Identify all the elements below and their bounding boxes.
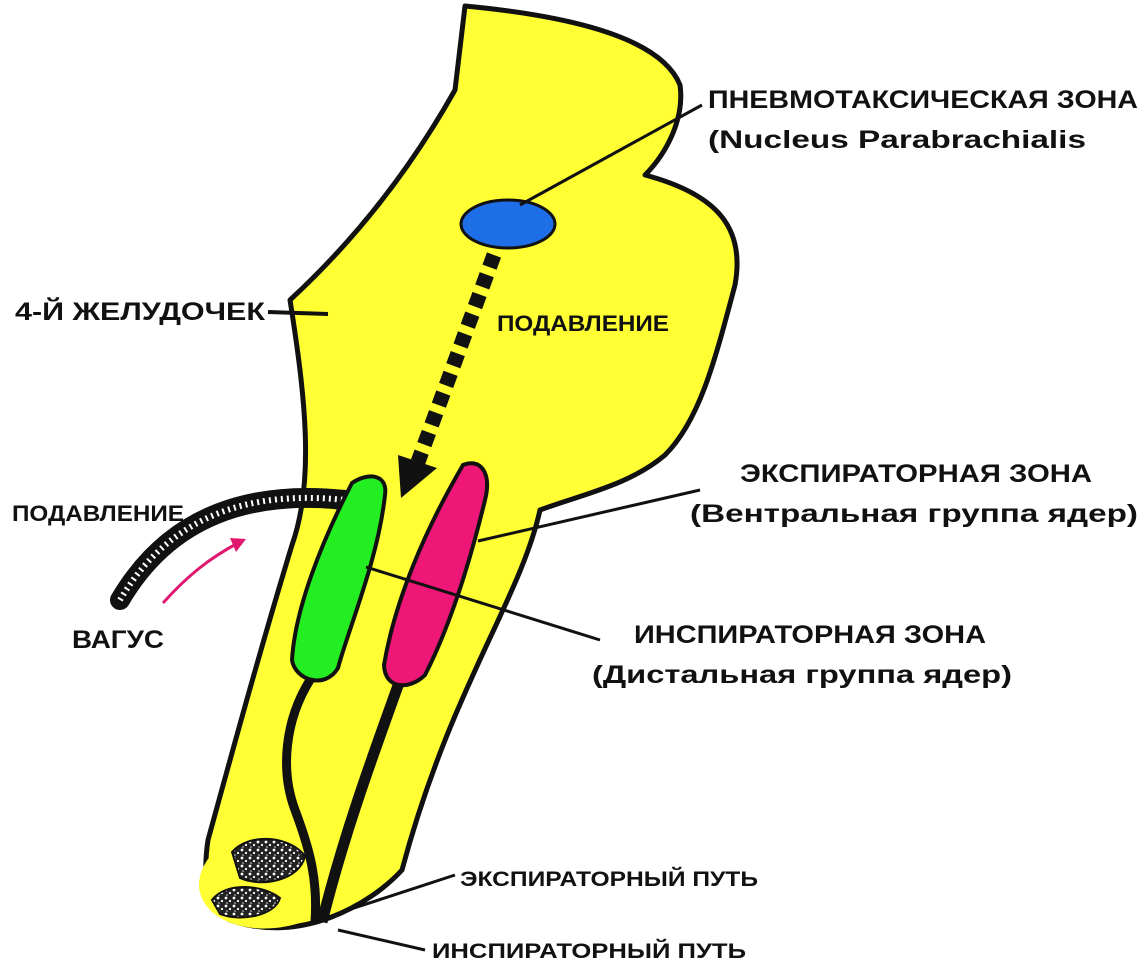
inspiratory-path-label: ИНСПИРАТОРНЫЙ ПУТЬ [432, 939, 746, 963]
vagus-label: ВАГУС [72, 626, 164, 654]
pneumotaxic-zone [461, 200, 555, 248]
expiratory-path-label: ЭКСПИРАТОРНЫЙ ПУТЬ [460, 867, 758, 891]
pneumotaxic-subtitle: (Nucleus Parabrachialis [708, 126, 1086, 154]
pneumotaxic-title: ПНЕВМОТАКСИЧЕСКАЯ ЗОНА [708, 86, 1138, 114]
inspiratory-title: ИНСПИРАТОРНАЯ ЗОНА [634, 621, 986, 649]
expiratory-title: ЭКСПИРАТОРНАЯ ЗОНА [740, 460, 1092, 488]
inhibition-label-upper: ПОДАВЛЕНИЕ [497, 311, 669, 336]
fourth-ventricle-leader [268, 312, 328, 314]
expiratory-subtitle: (Вентральная группа ядер) [690, 500, 1138, 528]
inspiratory-subtitle: (Дистальная группа ядер) [592, 661, 1012, 689]
inspiratory-path-leader [338, 930, 425, 950]
fourth-ventricle-label: 4-Й ЖЕЛУДОЧЕК [15, 296, 266, 326]
inhibition-label-left: ПОДАВЛЕНИЕ [12, 501, 184, 526]
vagus-direction-arrow [163, 543, 238, 603]
